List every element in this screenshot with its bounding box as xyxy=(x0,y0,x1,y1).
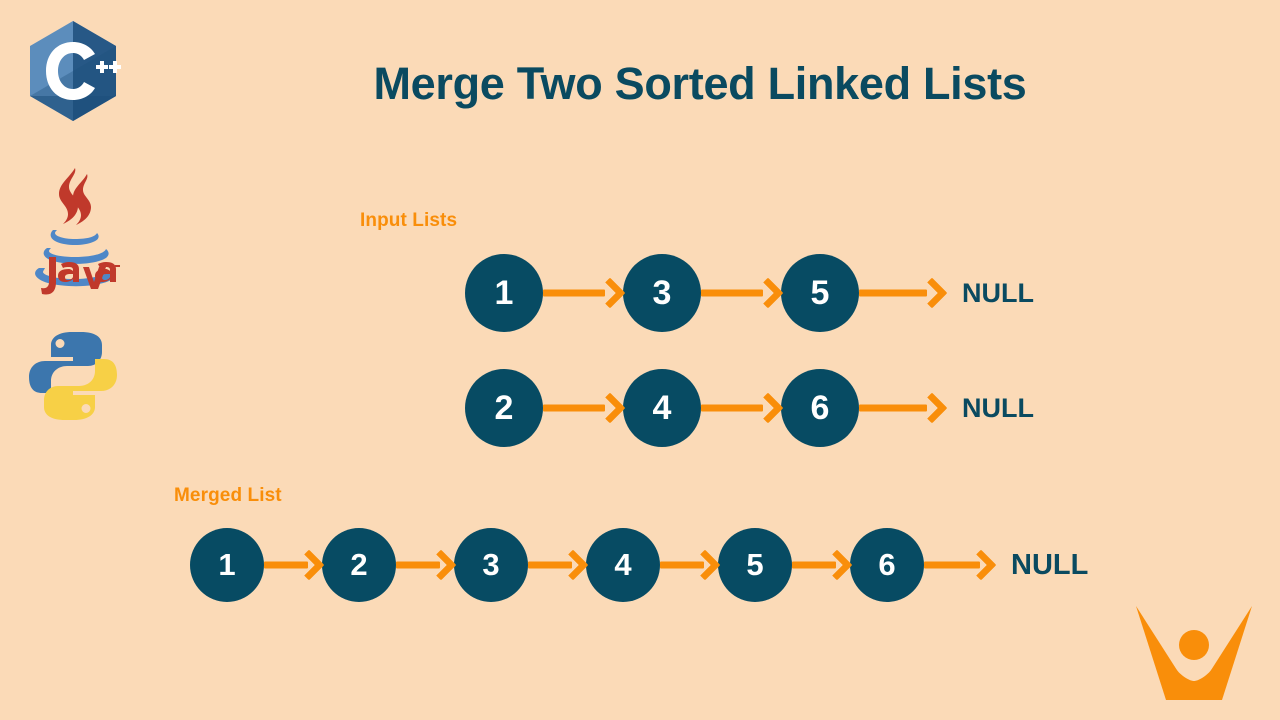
link-arrow-icon xyxy=(543,277,626,309)
python-logo-icon xyxy=(29,332,117,420)
list-node: 3 xyxy=(623,254,701,332)
link-arrow-icon xyxy=(792,549,853,581)
input-list-a-row: 1 3 5 NULL xyxy=(465,254,1034,332)
list-node: 5 xyxy=(718,528,792,602)
person-arms-raised-icon xyxy=(1136,606,1252,700)
list-node: 4 xyxy=(586,528,660,602)
list-node: 6 xyxy=(781,369,859,447)
page-title: Merge Two Sorted Linked Lists xyxy=(373,58,1027,109)
list-node: 3 xyxy=(454,528,528,602)
null-terminator: NULL xyxy=(962,277,1034,308)
cpp-logo-icon xyxy=(30,21,121,121)
link-arrow-icon xyxy=(396,549,457,581)
python-logo-slot xyxy=(21,324,125,428)
brand-logo xyxy=(1130,600,1258,712)
link-arrow-icon xyxy=(859,277,948,309)
merged-list-row: 1 2 3 4 5 6 NULL xyxy=(190,528,1088,602)
java-logo-icon xyxy=(35,168,120,295)
null-terminator: NULL xyxy=(1011,548,1089,581)
null-terminator: NULL xyxy=(962,392,1034,423)
list-node: 5 xyxy=(781,254,859,332)
list-node: 2 xyxy=(322,528,396,602)
language-logo-rail xyxy=(18,18,128,428)
link-arrow-icon xyxy=(528,549,589,581)
list-node: 1 xyxy=(465,254,543,332)
list-node: 4 xyxy=(623,369,701,447)
input-lists-label: Input Lists xyxy=(360,210,458,231)
cpp-logo-slot xyxy=(21,18,125,124)
link-arrow-icon xyxy=(660,549,721,581)
link-arrow-icon xyxy=(701,277,784,309)
list-node: 6 xyxy=(850,528,924,602)
java-logo-slot xyxy=(21,160,125,296)
input-list-b-row: 2 4 6 NULL xyxy=(465,369,1034,447)
merged-list-label: Merged List xyxy=(174,485,282,506)
link-arrow-icon xyxy=(701,392,784,424)
list-node: 2 xyxy=(465,369,543,447)
link-arrow-icon xyxy=(859,392,948,424)
link-arrow-icon xyxy=(924,549,997,581)
link-arrow-icon xyxy=(543,392,626,424)
link-arrow-icon xyxy=(264,549,325,581)
list-node: 1 xyxy=(190,528,264,602)
